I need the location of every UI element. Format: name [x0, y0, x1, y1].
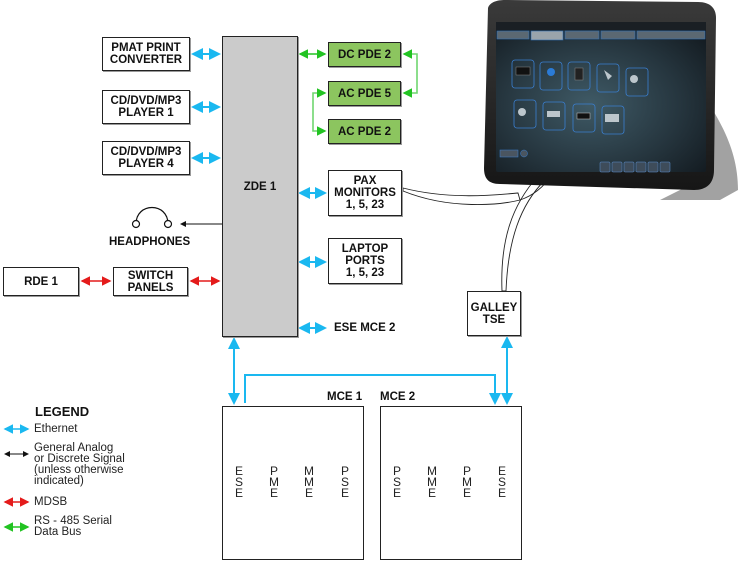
device-tab-bar — [496, 30, 706, 41]
device-left-controls — [499, 149, 519, 158]
mce1-label: MCE 1 — [327, 391, 363, 403]
node-cd-player-4: CD/DVD/MP3 PLAYER 4 — [102, 141, 190, 175]
device-app-glyphs — [515, 66, 638, 122]
node-galley-tse: GALLEY TSE — [467, 291, 521, 336]
legend-label-analog: General Analog or Discrete Signal (unles… — [34, 442, 125, 487]
legend-label-mdsb: MDSB — [34, 496, 68, 508]
headphones-label: HEADPHONES — [109, 236, 191, 248]
rs485-links — [298, 49, 418, 136]
device-settings-button — [520, 149, 528, 158]
node-ac-pde-5: AC PDE 5 — [328, 81, 401, 106]
legend-title: LEGEND — [35, 404, 90, 419]
mce2-slot-mme: M M E — [427, 464, 437, 500]
ese-mce2-label: ESE MCE 2 — [334, 322, 396, 334]
callout-pax-device — [402, 187, 521, 205]
mce1-slot-mme: M M E — [304, 464, 314, 500]
device-app-icons — [511, 59, 649, 135]
node-mce-1 — [222, 406, 364, 560]
node-switch-panels: SWITCH PANELS — [113, 267, 188, 296]
legend-label-rs485: RS - 485 Serial Data Bus — [34, 515, 112, 538]
node-cd-player-1: CD/DVD/MP3 PLAYER 1 — [102, 90, 190, 124]
link-mce1-mce2 — [244, 374, 501, 405]
mce1-slot-pse: P S E — [340, 464, 349, 500]
node-laptop-ports: LAPTOP PORTS 1, 5, 23 — [328, 238, 402, 284]
mce1-slot-ese: E S E — [234, 464, 243, 500]
device-toolbar — [599, 161, 671, 173]
link-acpde5-acpde2 — [312, 88, 327, 136]
legend-label-ethernet: Ethernet — [34, 423, 78, 435]
legend-arrows — [3, 424, 30, 532]
node-pmat-print-converter: PMAT PRINT CONVERTER — [102, 37, 190, 71]
node-zde-1: ZDE 1 — [222, 36, 298, 337]
device-shadow — [660, 90, 738, 200]
node-mce-2 — [380, 406, 522, 560]
mce2-label: MCE 2 — [380, 391, 416, 403]
device-status-bar — [496, 22, 706, 30]
node-ac-pde-2: AC PDE 2 — [328, 119, 401, 144]
device-screen — [496, 22, 706, 172]
node-dc-pde-2: DC PDE 2 — [328, 42, 401, 67]
link-dcpde2-acpde5 — [402, 49, 418, 98]
mce1-slot-pme: P M E — [269, 464, 279, 500]
mce2-slot-pme: P M E — [462, 464, 472, 500]
mce2-slot-ese: E S E — [497, 464, 506, 500]
touchscreen-device — [484, 0, 738, 200]
node-pax-monitors: PAX MONITORS 1, 5, 23 — [328, 170, 402, 216]
node-rde-1: RDE 1 — [3, 267, 79, 296]
mce2-slot-pse: P S E — [392, 464, 401, 500]
headphones-icon — [131, 207, 173, 229]
